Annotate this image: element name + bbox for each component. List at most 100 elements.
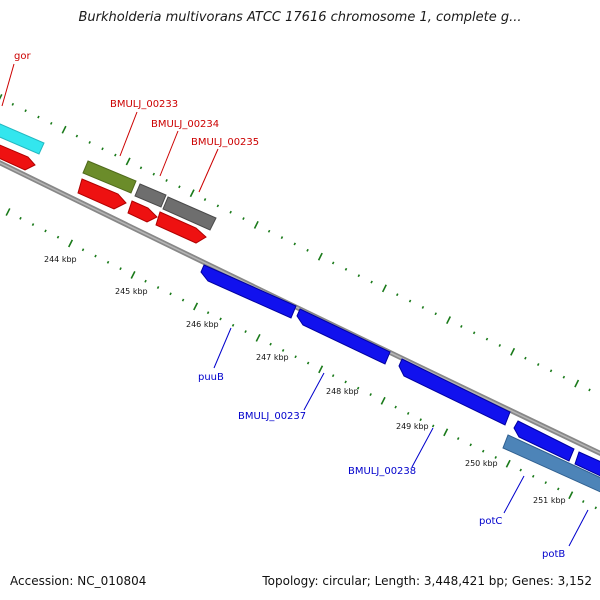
major-tick <box>5 208 11 216</box>
map-title: Burkholderia multivorans ATCC 17616 chro… <box>78 10 522 25</box>
minor-tick <box>331 261 335 265</box>
major-tick <box>505 459 511 468</box>
minor-tick <box>519 468 522 472</box>
gene-label-bmulj-00237: BMULJ_00237 <box>238 411 306 422</box>
minor-tick <box>456 437 460 441</box>
minor-tick <box>421 305 425 309</box>
label-leaders <box>1 63 589 547</box>
minor-tick <box>244 330 247 334</box>
minor-tick <box>206 311 210 315</box>
major-tick <box>253 220 259 229</box>
minor-tick <box>306 248 309 252</box>
minor-tick <box>549 369 553 373</box>
minor-tick <box>396 293 399 297</box>
minor-tick <box>242 217 245 220</box>
gene-potb-steel[interactable] <box>502 434 600 494</box>
minor-tick <box>280 236 284 240</box>
minor-tick <box>144 279 147 283</box>
gene-label-potc: potC <box>479 516 502 527</box>
gene-label-bmulj-00233: BMULJ_00233 <box>110 99 178 110</box>
minor-tick <box>588 388 591 392</box>
minor-tick <box>481 449 485 453</box>
minor-tick <box>75 134 79 138</box>
minor-tick <box>156 286 160 289</box>
gene-gor-cyan[interactable] <box>0 123 45 155</box>
minor-tick <box>31 223 35 227</box>
major-tick <box>68 239 74 248</box>
minor-tick <box>219 317 222 321</box>
minor-tick <box>524 356 527 360</box>
minor-tick <box>119 267 122 271</box>
minor-tick <box>56 235 60 239</box>
minor-tick <box>165 179 168 182</box>
kbp-label: 248 kbp <box>326 387 359 396</box>
kbp-tick-labels: 244 kbp 245 kbp 246 kbp 247 kbp 248 kbp … <box>44 255 566 505</box>
minor-tick <box>408 299 412 303</box>
minor-tick <box>216 204 220 208</box>
gene-bmulj-00237-blue[interactable] <box>296 308 391 365</box>
major-tick <box>318 365 324 374</box>
minor-tick <box>169 292 172 296</box>
gene-label-bmulj-00234: BMULJ_00234 <box>151 119 219 130</box>
minor-tick <box>394 405 397 409</box>
kbp-label: 246 kbp <box>186 320 219 329</box>
minor-tick <box>485 337 489 341</box>
forward-features <box>0 123 217 244</box>
minor-tick <box>94 254 97 258</box>
major-tick <box>574 379 580 388</box>
minor-tick <box>469 443 472 447</box>
major-tick <box>380 396 386 405</box>
gene-label-bmulj-00235: BMULJ_00235 <box>191 137 259 148</box>
minor-tick <box>178 185 181 189</box>
minor-tick <box>582 500 585 503</box>
reverse-features <box>200 264 600 494</box>
minor-tick <box>406 411 410 415</box>
minor-tick <box>472 331 476 335</box>
minor-tick <box>331 374 335 378</box>
minor-tick <box>11 102 15 106</box>
minor-tick <box>267 229 271 233</box>
kbp-label: 247 kbp <box>256 353 289 362</box>
minor-tick <box>50 121 53 125</box>
minor-tick <box>231 323 235 327</box>
minor-tick <box>44 229 47 233</box>
minor-tick <box>556 487 560 491</box>
minor-tick <box>344 380 347 384</box>
minor-tick <box>281 349 285 352</box>
gene-bmulj-00234-gray[interactable] <box>134 183 167 208</box>
inner-tick-ring <box>5 208 598 510</box>
outer-tick-ring <box>0 94 591 392</box>
gene-potc-blue[interactable] <box>513 420 575 462</box>
major-tick <box>125 157 131 166</box>
major-tick <box>0 94 3 100</box>
genome-summary: Topology: circular; Length: 3,448,421 bp… <box>262 574 592 588</box>
kbp-label: 250 kbp <box>465 459 498 468</box>
gene-puub-blue[interactable] <box>200 264 297 319</box>
gene-label-potb: potB <box>542 549 565 560</box>
gene-bmulj-00238-blue[interactable] <box>398 358 511 426</box>
kbp-label: 245 kbp <box>115 287 148 296</box>
gene-bmulj-00235-gray[interactable] <box>162 196 217 231</box>
gene-bmulj-00235-red[interactable] <box>155 211 207 244</box>
gene-bmulj-00233-olive[interactable] <box>82 160 137 194</box>
gene-label-puub: puuB <box>198 372 224 383</box>
major-tick <box>130 271 136 279</box>
gene-gor-red[interactable] <box>0 143 36 171</box>
gene-bmulj-00233-red[interactable] <box>77 178 127 210</box>
major-tick <box>189 189 195 198</box>
minor-tick <box>114 153 117 157</box>
gene-bmulj-00234-red[interactable] <box>127 200 158 223</box>
major-tick <box>193 302 199 311</box>
major-tick <box>61 125 67 134</box>
gene-label-gor: gor <box>14 51 31 62</box>
minor-tick <box>431 424 435 428</box>
minor-tick <box>594 506 598 510</box>
major-tick <box>255 333 261 342</box>
minor-tick <box>419 418 422 422</box>
major-tick <box>446 316 452 325</box>
minor-tick <box>294 355 297 359</box>
major-tick <box>568 491 574 500</box>
minor-tick <box>181 298 185 302</box>
minor-tick <box>536 363 540 366</box>
